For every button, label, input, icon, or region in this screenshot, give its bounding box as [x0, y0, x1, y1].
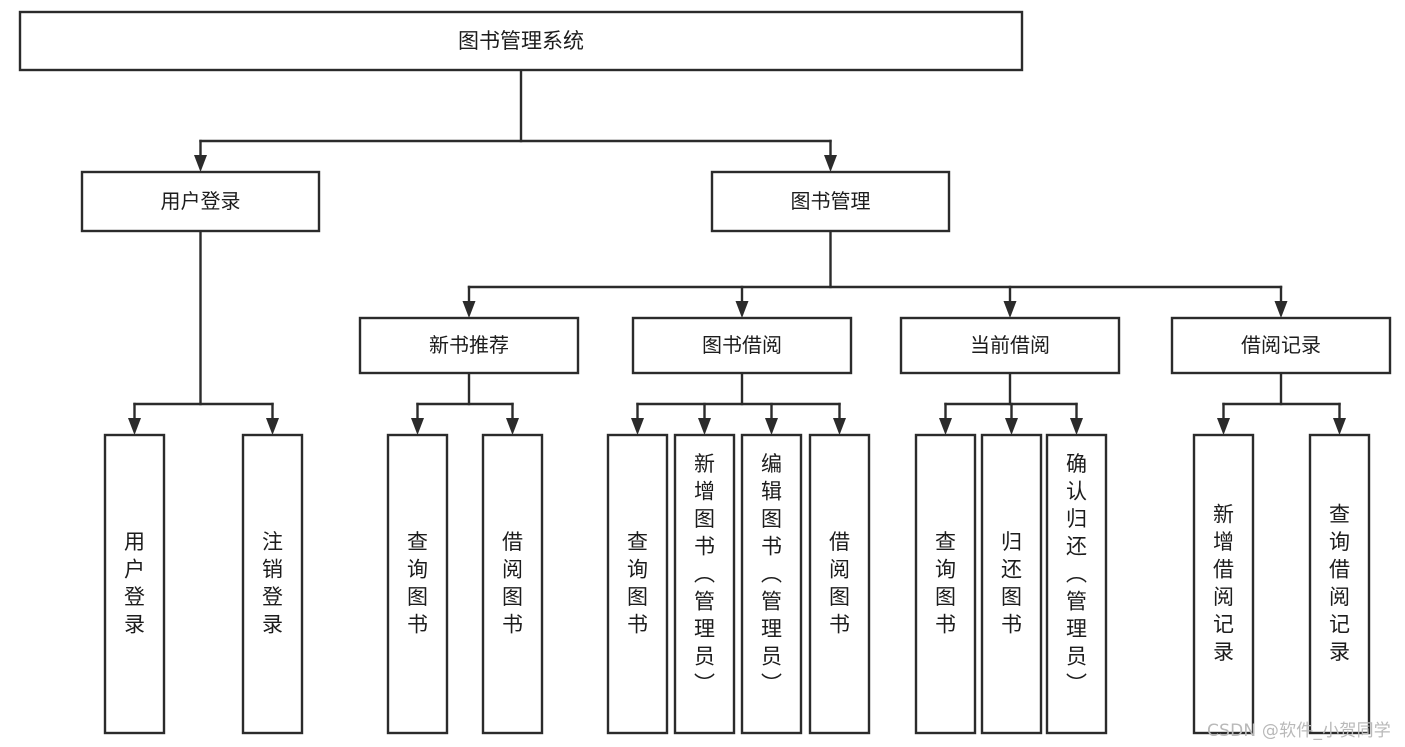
connector-group: [939, 371, 1083, 435]
node-box-user-login[interactable]: [80, 170, 321, 233]
node-label-leaf-add-book: 新增图书︵管理员︶: [694, 452, 715, 696]
node-box-new-book-recommend[interactable]: [358, 316, 580, 375]
node-box-book-borrow[interactable]: [631, 316, 853, 375]
node-user-login[interactable]: 用户登录: [80, 170, 321, 233]
connector-group: [1217, 371, 1346, 435]
node-label-leaf-query-book-2: 查询图书: [627, 530, 648, 637]
node-leaf-confirm-return[interactable]: 确认归还︵管理员︶: [1045, 433, 1108, 735]
node-leaf-logout[interactable]: 注销登录: [241, 433, 304, 735]
connector-group: [631, 371, 846, 435]
node-new-book-recommend[interactable]: 新书推荐: [358, 316, 580, 375]
node-leaf-query-book-3[interactable]: 查询图书: [914, 433, 977, 735]
node-label-new-book-recommend: 新书推荐: [429, 333, 509, 357]
node-box-leaf-user-login[interactable]: [103, 433, 166, 735]
connector-group: [194, 68, 837, 172]
node-box-borrow-record[interactable]: [1170, 316, 1392, 375]
node-box-leaf-borrow-book-1[interactable]: [481, 433, 544, 735]
node-leaf-user-login[interactable]: 用户登录: [103, 433, 166, 735]
node-box-leaf-confirm-return[interactable]: [1045, 433, 1108, 735]
node-book-borrow[interactable]: 图书借阅: [631, 316, 853, 375]
node-label-book-borrow: 图书借阅: [702, 333, 782, 357]
node-label-leaf-logout: 注销登录: [262, 530, 283, 637]
node-label-leaf-query-book-3: 查询图书: [935, 530, 956, 637]
node-label-root: 图书管理系统: [458, 29, 584, 53]
node-box-book-manage[interactable]: [710, 170, 951, 233]
node-leaf-query-book-1[interactable]: 查询图书: [386, 433, 449, 735]
node-label-leaf-query-book-1: 查询图书: [407, 530, 428, 637]
node-label-user-login: 用户登录: [161, 189, 241, 213]
node-box-leaf-query-book-1[interactable]: [386, 433, 449, 735]
node-box-leaf-query-book-3[interactable]: [914, 433, 977, 735]
node-box-leaf-edit-book[interactable]: [740, 433, 803, 735]
node-leaf-return-book[interactable]: 归还图书: [980, 433, 1043, 735]
node-leaf-borrow-book-2[interactable]: 借阅图书: [808, 433, 871, 735]
node-label-leaf-return-book: 归还图书: [1001, 530, 1022, 637]
node-box-leaf-add-record[interactable]: [1192, 433, 1255, 735]
node-leaf-add-record[interactable]: 新增借阅记录: [1192, 433, 1255, 735]
node-leaf-query-book-2[interactable]: 查询图书: [606, 433, 669, 735]
node-borrow-record[interactable]: 借阅记录: [1170, 316, 1392, 375]
node-label-leaf-borrow-book-1: 借阅图书: [502, 530, 523, 637]
node-label-leaf-confirm-return: 确认归还︵管理员︶: [1066, 452, 1087, 696]
node-root[interactable]: 图书管理系统: [18, 10, 1024, 72]
node-box-current-borrow[interactable]: [899, 316, 1121, 375]
node-label-leaf-query-record: 查询借阅记录: [1329, 502, 1350, 664]
node-label-leaf-borrow-book-2: 借阅图书: [829, 530, 850, 637]
connector-group: [128, 229, 279, 435]
node-layer: 图书管理系统用户登录图书管理新书推荐图书借阅当前借阅借阅记录用户登录注销登录查询…: [18, 10, 1392, 735]
node-current-borrow[interactable]: 当前借阅: [899, 316, 1121, 375]
node-label-borrow-record: 借阅记录: [1241, 333, 1321, 357]
watermark-text: CSDN @软件_小贺同学: [1207, 721, 1391, 741]
node-book-manage[interactable]: 图书管理: [710, 170, 951, 233]
node-label-book-manage: 图书管理: [791, 189, 871, 213]
node-label-leaf-user-login: 用户登录: [124, 530, 145, 637]
node-label-leaf-add-record: 新增借阅记录: [1213, 502, 1234, 664]
node-label-current-borrow: 当前借阅: [970, 333, 1050, 357]
node-box-leaf-logout[interactable]: [241, 433, 304, 735]
connector-group: [411, 371, 519, 435]
node-box-leaf-add-book[interactable]: [673, 433, 736, 735]
node-box-leaf-return-book[interactable]: [980, 433, 1043, 735]
node-leaf-add-book[interactable]: 新增图书︵管理员︶: [673, 433, 736, 735]
node-box-leaf-query-book-2[interactable]: [606, 433, 669, 735]
connector-layer: [128, 68, 1346, 435]
connector-group: [462, 229, 1288, 318]
node-box-leaf-query-record[interactable]: [1308, 433, 1371, 735]
node-leaf-borrow-book-1[interactable]: 借阅图书: [481, 433, 544, 735]
node-box-root[interactable]: [18, 10, 1024, 72]
node-label-leaf-edit-book: 编辑图书︵管理员︶: [761, 452, 782, 696]
node-leaf-query-record[interactable]: 查询借阅记录: [1308, 433, 1371, 735]
node-leaf-edit-book[interactable]: 编辑图书︵管理员︶: [740, 433, 803, 735]
node-box-leaf-borrow-book-2[interactable]: [808, 433, 871, 735]
